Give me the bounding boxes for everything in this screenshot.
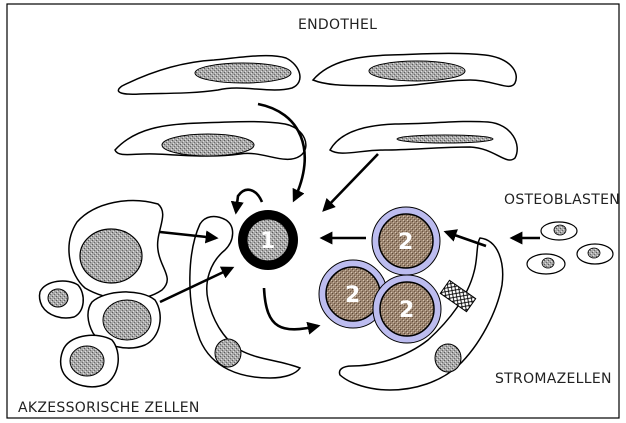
progenitor-number-right: 2 [399,298,414,323]
osteoblast-cell-1 [541,222,577,240]
endothel-cell-4 [330,121,517,160]
progenitor-cell-right: 2 [373,275,441,343]
progenitor-number-left: 2 [345,283,360,308]
endothel-cell-3 [115,122,306,160]
label-endothel: ENDOTHEL [298,17,377,33]
arrow-stem-to-progenitor [264,288,318,329]
stem-cell-central: 1 [238,210,298,270]
label-stromazellen: STROMAZELLEN [495,371,612,387]
osteoblast-cell-3 [577,244,613,264]
accessory-cell-small-left [39,281,83,318]
osteoblast-cell-2 [527,254,565,274]
endothel-cell-2 [313,53,516,86]
arrow-self-renewal [236,190,262,212]
progenitor-cell-top: 2 [372,207,440,275]
stem-cell-number: 1 [260,229,275,254]
accessory-cell-bottom [61,335,119,386]
label-osteoblasten: OSTEOBLASTEN [504,192,620,208]
accessory-cell-large [69,201,167,300]
arrow-endothel-right [324,154,378,210]
endothel-cell-1 [118,56,300,95]
label-akzessorische-zellen: AKZESSORISCHE ZELLEN [18,400,200,416]
progenitor-number-top: 2 [398,230,413,255]
